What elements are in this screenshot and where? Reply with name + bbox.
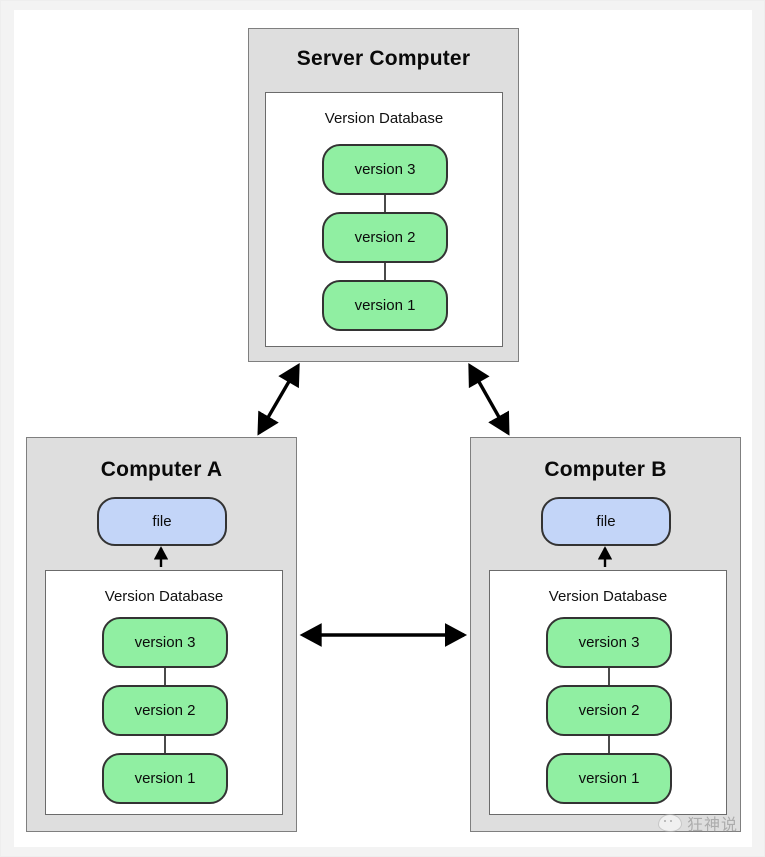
server-connector-3-2 [384,195,386,219]
server-computer-box: Server Computer Version Database version… [248,28,519,362]
canvas-frame-bottom [1,847,764,856]
computer-b-version-database-label: Version Database [548,588,668,605]
watermark-mascot-icon [658,814,682,832]
computer-a-connector-3-2 [164,668,166,688]
canvas-frame-right [752,1,764,856]
computer-b-connector-3-2 [608,668,610,688]
computer-a-box: Computer A file Version Database version… [26,437,297,832]
canvas-frame-left [1,1,14,856]
server-version-database-panel: Version Database version 3 version 2 ver… [265,92,503,347]
watermark: 狂神说 [658,811,738,835]
computer-b-version-database-panel: Version Database version 3 version 2 ver… [489,570,727,815]
server-computer-title: Server Computer [296,47,471,70]
computer-a-version-1[interactable]: version 1 [102,753,228,804]
arrow-server-to-computer-b [468,363,510,436]
computer-b-version-3[interactable]: version 3 [546,617,672,668]
server-connector-2-1 [384,263,386,287]
computer-a-version-database-label: Version Database [104,588,224,605]
server-version-2[interactable]: version 2 [322,212,448,263]
canvas-frame-top [1,1,764,10]
computer-a-version-2[interactable]: version 2 [102,685,228,736]
computer-b-version-2[interactable]: version 2 [546,685,672,736]
server-version-3[interactable]: version 3 [322,144,448,195]
arrow-server-to-computer-a [257,363,300,436]
computer-b-file[interactable]: file [541,497,671,546]
watermark-text: 狂神说 [687,815,739,834]
computer-a-connector-2-1 [164,736,166,756]
computer-b-version-1[interactable]: version 1 [546,753,672,804]
server-version-1[interactable]: version 1 [322,280,448,331]
computer-a-title: Computer A [100,458,223,481]
computer-a-version-3[interactable]: version 3 [102,617,228,668]
computer-b-box: Computer B file Version Database version… [470,437,741,832]
computer-a-file[interactable]: file [97,497,227,546]
server-version-database-label: Version Database [324,110,444,127]
computer-a-version-database-panel: Version Database version 3 version 2 ver… [45,570,283,815]
computer-b-connector-2-1 [608,736,610,756]
computer-b-title: Computer B [544,458,667,481]
